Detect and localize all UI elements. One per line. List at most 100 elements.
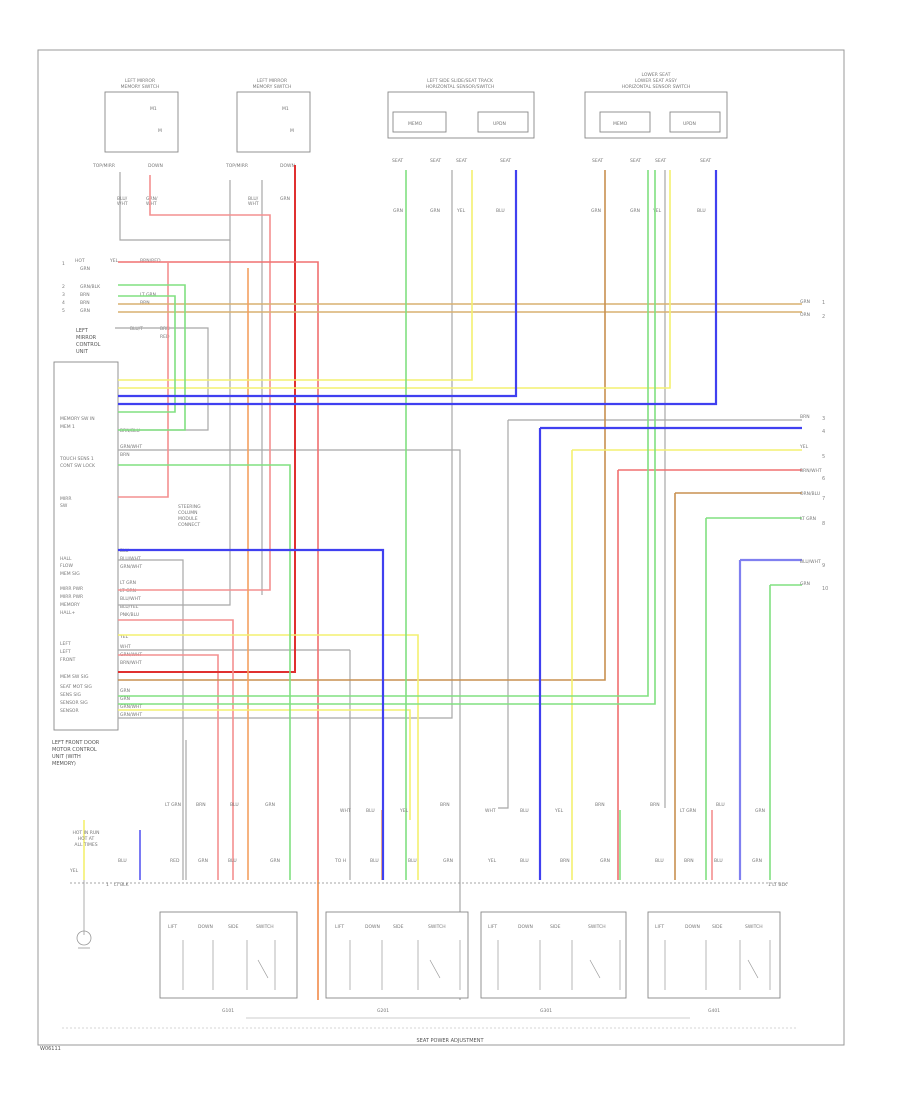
svg-text:WHT: WHT	[485, 808, 496, 814]
svg-text:ALL TIMES: ALL TIMES	[74, 842, 97, 848]
svg-text:MIRR PWR: MIRR PWR	[60, 586, 83, 592]
svg-text:LIFT: LIFT	[168, 924, 177, 930]
svg-text:GRN: GRN	[198, 858, 208, 864]
svg-text:GRN: GRN	[270, 858, 280, 864]
svg-text:RED: RED	[160, 334, 170, 340]
svg-text:BLU/WHT: BLU/WHT	[120, 556, 141, 562]
svg-text:HALL: HALL	[60, 556, 72, 562]
svg-text:GRN: GRN	[752, 858, 762, 864]
svg-text:MIRROR: MIRROR	[76, 335, 97, 341]
svg-text:SIDE: SIDE	[712, 924, 723, 930]
svg-text:HOT IN RUN: HOT IN RUN	[72, 830, 99, 836]
svg-text:MEMORY: MEMORY	[60, 602, 80, 608]
svg-text:BRN: BRN	[595, 802, 605, 808]
svg-text:WHT: WHT	[146, 201, 157, 207]
svg-text:GRN/WHT: GRN/WHT	[120, 704, 142, 710]
svg-text:CONT SW LOCK: CONT SW LOCK	[60, 463, 96, 469]
svg-text:BLU/WHT: BLU/WHT	[120, 596, 141, 602]
svg-text:MEM 1: MEM 1	[60, 424, 75, 430]
svg-text:SIDE: SIDE	[393, 924, 404, 930]
svg-text:UNIT: UNIT	[76, 349, 89, 355]
svg-text:BRN: BRN	[196, 802, 206, 808]
svg-text:UNIT (WITH: UNIT (WITH	[52, 754, 81, 760]
svg-text:LIFT: LIFT	[655, 924, 664, 930]
svg-text:ORN/BLU: ORN/BLU	[800, 491, 820, 497]
svg-text:BRN/RED: BRN/RED	[140, 258, 161, 264]
svg-text:HOT AT: HOT AT	[78, 836, 95, 842]
seat-motor-assembly-2: LOWER SEAT LOWER SEAT ASSY HORIZONTAL SE…	[584, 72, 728, 139]
svg-text:LT GRN: LT GRN	[800, 516, 816, 522]
svg-text:LT BLK: LT BLK	[114, 882, 130, 888]
svg-text:YEL: YEL	[456, 208, 466, 214]
svg-text:LT GRN: LT GRN	[120, 580, 136, 586]
blue-wires	[118, 170, 802, 880]
svg-text:PNK/BLU: PNK/BLU	[120, 612, 139, 618]
svg-text:SEAT: SEAT	[655, 158, 666, 164]
svg-text:2: 2	[62, 284, 65, 290]
svg-text:YEL: YEL	[119, 634, 129, 640]
svg-text:HORIZONTAL SENSOR SWITCH: HORIZONTAL SENSOR SWITCH	[622, 84, 690, 90]
svg-text:M1: M1	[150, 106, 157, 112]
svg-text:SWITCH: SWITCH	[256, 924, 274, 930]
svg-text:MODULE: MODULE	[178, 516, 198, 522]
svg-text:SEAT: SEAT	[700, 158, 711, 164]
svg-text:LEFT: LEFT	[60, 641, 71, 647]
svg-text:BLU: BLU	[230, 802, 239, 808]
svg-text:WHT: WHT	[117, 201, 128, 207]
svg-text:1 LT BLK: 1 LT BLK	[768, 882, 788, 888]
svg-text:CONNECT: CONNECT	[178, 522, 200, 528]
svg-text:BLU: BLU	[714, 858, 723, 864]
svg-text:1: 1	[822, 300, 825, 306]
svg-text:MOTOR CONTROL: MOTOR CONTROL	[52, 747, 97, 753]
svg-text:SWITCH: SWITCH	[745, 924, 763, 930]
svg-text:BLU/: BLU/	[117, 196, 128, 202]
diagram-frame	[37, 49, 845, 1046]
svg-text:LEFT: LEFT	[60, 649, 71, 655]
svg-text:G301: G301	[540, 1008, 552, 1014]
svg-text:G101: G101	[222, 1008, 234, 1014]
svg-text:GRN: GRN	[80, 308, 90, 314]
svg-text:YEL: YEL	[399, 808, 409, 814]
svg-text:MIRR PWR: MIRR PWR	[60, 594, 83, 600]
svg-text:GRN: GRN	[265, 802, 275, 808]
yellow-wires	[83, 170, 802, 880]
svg-text:MEM SW SIG: MEM SW SIG	[60, 674, 89, 680]
svg-text:2: 2	[822, 314, 825, 320]
svg-text:9: 9	[822, 563, 825, 569]
svg-text:HORIZONTAL SENSOR/SWITCH: HORIZONTAL SENSOR/SWITCH	[426, 84, 495, 90]
svg-text:G401: G401	[708, 1008, 720, 1014]
corner-label: W06111	[40, 1046, 61, 1052]
svg-text:SEAT: SEAT	[500, 158, 511, 164]
svg-text:HALL+: HALL+	[60, 610, 75, 616]
svg-text:GRN/: GRN/	[146, 196, 158, 202]
svg-text:GRN: GRN	[120, 696, 130, 702]
svg-text:YEL: YEL	[652, 208, 662, 214]
gray-wires	[115, 170, 802, 1000]
mirror-switch-1: LEFT MIRROR MEMORY SWITCH M1 M	[104, 78, 179, 153]
svg-text:LEFT MIRROR: LEFT MIRROR	[125, 78, 155, 84]
svg-text:YEL: YEL	[487, 858, 497, 864]
svg-text:3: 3	[822, 416, 825, 422]
svg-text:FRONT: FRONT	[60, 657, 76, 663]
svg-text:7: 7	[822, 496, 825, 502]
svg-text:DOWN: DOWN	[148, 163, 163, 169]
svg-text:MIRR: MIRR	[60, 496, 71, 502]
svg-text:WHT: WHT	[120, 644, 131, 650]
svg-text:BLU: BLU	[408, 858, 417, 864]
svg-text:BLU: BLU	[496, 208, 505, 214]
svg-text:GRN/BLK: GRN/BLK	[80, 284, 101, 290]
svg-text:BRN: BRN	[80, 300, 90, 306]
svg-text:DOWN: DOWN	[518, 924, 533, 930]
svg-text:BRN: BRN	[140, 300, 150, 306]
svg-text:GRN: GRN	[755, 808, 765, 814]
svg-text:COLUMN: COLUMN	[178, 510, 198, 516]
svg-text:4: 4	[62, 300, 65, 306]
svg-text:UPDN: UPDN	[683, 121, 696, 127]
svg-text:GRN: GRN	[443, 858, 453, 864]
svg-text:DOWN: DOWN	[280, 163, 295, 169]
svg-text:M: M	[290, 128, 294, 134]
svg-text:UPDN: UPDN	[493, 121, 506, 127]
